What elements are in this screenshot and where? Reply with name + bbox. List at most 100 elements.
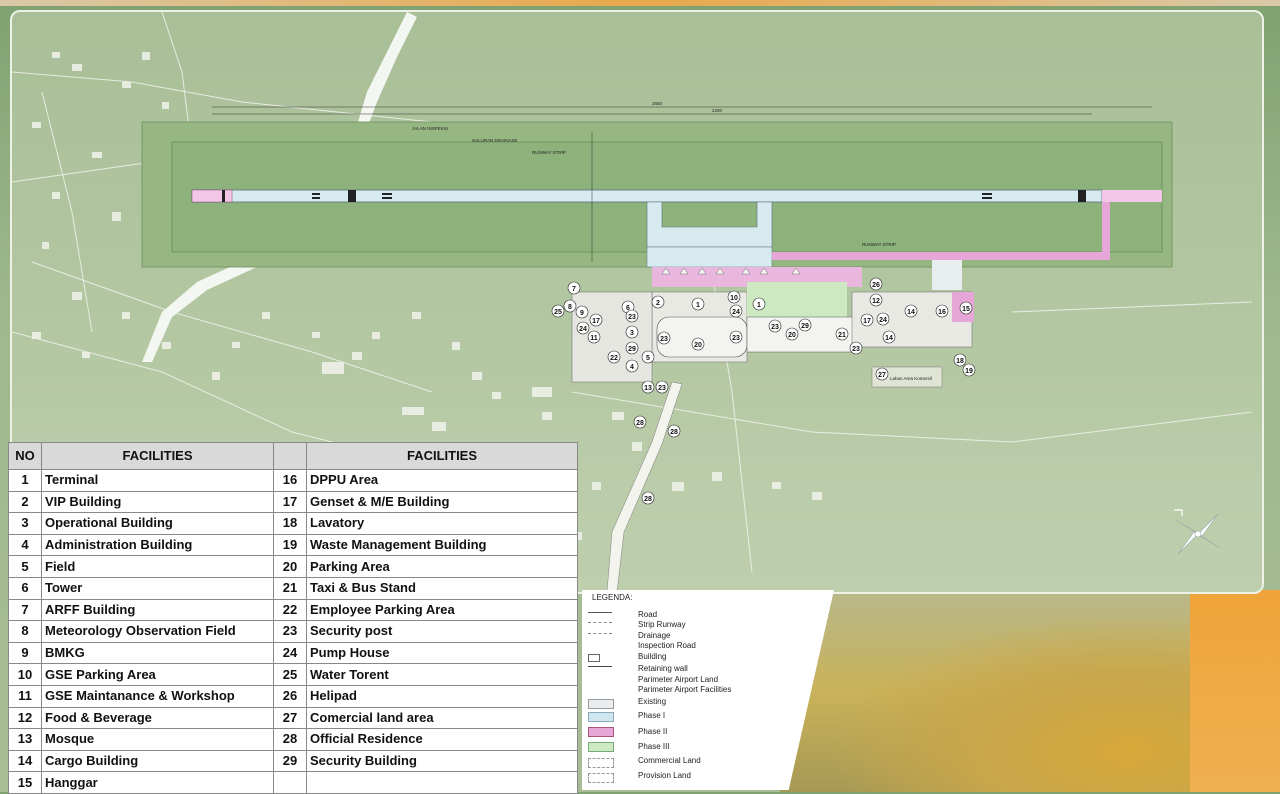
legend-symbol-phase3 (588, 742, 614, 752)
west-facilities (571, 291, 653, 383)
row-name: Official Residence (306, 728, 578, 751)
header-facilities-right: FACILITIES (306, 442, 578, 470)
svg-text:11: 11 (590, 335, 598, 342)
row-no: 22 (273, 598, 307, 622)
row-no: 1 (8, 469, 42, 492)
row-no: 23 (273, 620, 307, 643)
svg-text:23: 23 (732, 335, 740, 342)
aircraft-markers (661, 267, 801, 275)
svg-text:23: 23 (771, 324, 779, 331)
svg-text:27: 27 (878, 372, 886, 379)
row-name: Mosque (41, 728, 274, 751)
row-no: 24 (273, 641, 307, 665)
svg-text:4: 4 (630, 364, 634, 371)
row-name: GSE Parking Area (41, 663, 274, 686)
facilities-header-row: NO FACILITIES FACILITIES (8, 442, 578, 470)
svg-text:24: 24 (879, 317, 887, 324)
legend-symbol-drainage (588, 633, 612, 642)
apron-phase1 (646, 246, 773, 268)
river-south (142, 242, 280, 362)
runway (191, 189, 1103, 203)
legend-item-strip-runway: Strip Runway (638, 620, 686, 629)
map-small-labels: RUNWAY STRIP RUNWAY STRIP JALAN INSPEKSI… (412, 101, 932, 381)
svg-text:6: 6 (626, 305, 630, 312)
row-name: Meteorology Observation Field (41, 620, 274, 643)
row-no: 6 (8, 576, 42, 600)
svg-text:14: 14 (885, 335, 893, 342)
row-no: 15 (8, 771, 42, 794)
row-name: Comercial land area (306, 706, 578, 730)
svg-text:10: 10 (730, 295, 738, 302)
threshold-markings (222, 190, 1086, 202)
row-name: Waste Management Building (306, 533, 578, 557)
legend-item-drainage: Drainage (638, 631, 671, 640)
row-name: Terminal (41, 469, 274, 492)
svg-text:1: 1 (696, 302, 700, 309)
row-no: 12 (8, 706, 42, 730)
legend-item-perimeter-land: Parimeter Airport Land (638, 675, 719, 684)
commercial-area-label: Lahan Area Komersil (890, 376, 932, 381)
row-name: GSE Maintanance & Workshop (41, 684, 274, 708)
row-no: 5 (8, 555, 42, 578)
row-no: 17 (273, 490, 307, 514)
row-no: 27 (273, 706, 307, 730)
row-name: Taxi & Bus Stand (306, 576, 578, 600)
row-no: 3 (8, 512, 42, 535)
row-name: Tower (41, 576, 274, 600)
row-name: Water Torent (306, 663, 578, 686)
legend-item-retaining-wall: Retaining wall (638, 664, 688, 673)
svg-text:2: 2 (656, 300, 660, 307)
svg-text:18: 18 (956, 358, 964, 365)
svg-text:17: 17 (863, 318, 871, 325)
phase3-area (747, 282, 847, 317)
svg-text:29: 29 (628, 346, 636, 353)
svg-text:20: 20 (694, 342, 702, 349)
legend-item-commercial-land: Commercial Land (638, 756, 701, 765)
legend-item-existing: Existing (638, 697, 667, 706)
commercial-area (871, 366, 943, 388)
legend-item-perimeter-facilities: Parimeter Airport Facilities (638, 685, 732, 694)
svg-text:15: 15 (962, 306, 970, 313)
row-name: Administration Building (41, 533, 274, 557)
row-name: Security post (306, 620, 578, 643)
svg-text:23: 23 (628, 314, 636, 321)
svg-text:7: 7 (572, 286, 576, 293)
svg-text:12: 12 (872, 298, 880, 305)
row-name: Food & Beverage (41, 706, 274, 730)
svg-text:23: 23 (852, 346, 860, 353)
legend-title: LEGENDA: (592, 593, 633, 602)
legend-symbol-provision-land (588, 773, 614, 783)
legend-item-phase3: Phase III (638, 742, 670, 751)
legend-symbol-phase1 (588, 712, 614, 722)
drainage-label: SALURAN DRAINASE (472, 138, 518, 143)
row-no: 10 (8, 663, 42, 686)
dim-runway-label: 2250 (712, 108, 723, 113)
runway-ext-west (191, 189, 233, 203)
legend-item-phase1: Phase I (638, 711, 666, 720)
row-no: 29 (273, 749, 307, 773)
svg-text:28: 28 (644, 496, 652, 503)
compass-icon (1174, 509, 1221, 555)
svg-text:21: 21 (838, 332, 846, 339)
svg-text:3: 3 (630, 330, 634, 337)
top-strip (0, 0, 1280, 6)
taxiway-connector (932, 260, 962, 290)
legend-symbol-building (588, 654, 600, 662)
row-no: 4 (8, 533, 42, 557)
inspection-road-label: JALAN INSPEKSI (412, 126, 448, 131)
svg-text:25: 25 (554, 309, 562, 316)
svg-text:28: 28 (636, 420, 644, 427)
runway-strip-label-south: RUNWAY STRIP (862, 242, 896, 247)
legend-symbol-strip-runway (588, 622, 612, 631)
svg-text:26: 26 (872, 282, 880, 289)
background-orange-band (1190, 590, 1280, 792)
row-no: 16 (273, 469, 307, 492)
row-no: 21 (273, 576, 307, 600)
row-no: 9 (8, 641, 42, 665)
